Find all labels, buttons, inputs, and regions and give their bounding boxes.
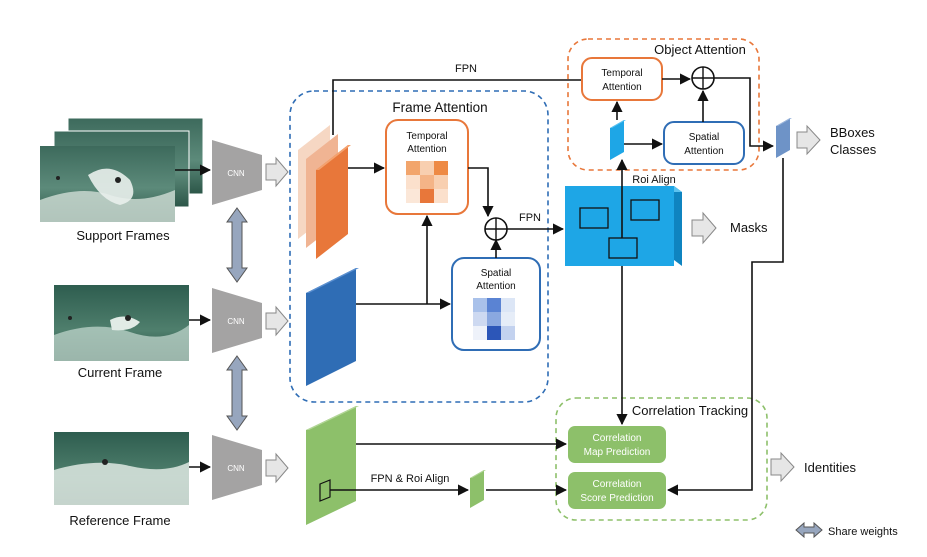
svg-text:Attention: Attention: [476, 281, 515, 292]
frame-attention-title: Frame Attention: [392, 100, 487, 115]
share-weights-legend-icon: [795, 521, 823, 539]
svg-text:Attention: Attention: [602, 82, 641, 93]
svg-text:Correlation: Correlation: [593, 433, 642, 444]
correlation-score-prediction: Correlation Score Prediction: [568, 472, 666, 509]
reference-feature: [306, 406, 359, 525]
reference-frame-label: Reference Frame: [69, 513, 170, 528]
cnn-support: CNN: [212, 140, 262, 205]
share-weights-arrow-bottom: [226, 355, 248, 431]
support-frames: [40, 117, 204, 222]
top-fpn-label: FPN: [455, 63, 477, 75]
roi-feature: [610, 120, 626, 160]
support-frames-label: Support Frames: [76, 228, 170, 243]
svg-text:Map Prediction: Map Prediction: [584, 447, 651, 458]
cnn-current: CNN: [212, 288, 262, 353]
cnn-reference: CNN: [212, 435, 262, 500]
spatial-heatmap: [473, 298, 515, 340]
bboxes-label: BBoxes: [830, 125, 875, 140]
svg-text:Score Prediction: Score Prediction: [580, 493, 653, 504]
identities-arrow: [770, 451, 795, 483]
svg-text:Attention: Attention: [407, 144, 446, 155]
current-frame-label: Current Frame: [78, 365, 163, 380]
svg-text:Correlation: Correlation: [593, 479, 642, 490]
svg-text:CNN: CNN: [227, 317, 245, 326]
correlation-tracking-title: Correlation Tracking: [632, 403, 748, 418]
object-attention-box: [567, 38, 760, 171]
support-feature-stack: [298, 125, 351, 259]
frame-sum-node: [484, 217, 508, 241]
svg-text:Temporal: Temporal: [601, 68, 642, 79]
object-temporal-attention: Temporal Attention: [581, 57, 663, 101]
frame-fpn-label: FPN: [519, 212, 541, 224]
object-attention-title: Object Attention: [654, 42, 746, 57]
block-arrow-3: [265, 452, 289, 484]
svg-text:Spatial: Spatial: [481, 268, 512, 279]
object-spatial-attention: Spatial Attention: [663, 121, 745, 165]
output-roi-feature: [776, 118, 792, 158]
masks-arrow: [691, 211, 717, 245]
bboxes-arrow: [796, 124, 821, 156]
object-sum-node: [691, 66, 715, 90]
current-frame: [54, 285, 189, 361]
identities-label: Identities: [804, 460, 857, 475]
frame-attention-box: [289, 90, 549, 403]
share-weights-arrow-top: [226, 207, 248, 283]
svg-text:CNN: CNN: [227, 169, 245, 178]
svg-text:CNN: CNN: [227, 464, 245, 473]
block-arrow-2: [265, 305, 289, 337]
classes-label: Classes: [830, 142, 877, 157]
correlation-tracking-box: [555, 397, 768, 521]
svg-text:Attention: Attention: [684, 146, 723, 157]
svg-text:Spatial: Spatial: [689, 132, 720, 143]
fpn-roi-align-label: FPN & Roi Align: [371, 473, 450, 485]
temporal-heatmap: [406, 161, 448, 203]
correlation-map-prediction: Correlation Map Prediction: [568, 426, 666, 463]
block-arrow-1: [265, 156, 289, 188]
frame-temporal-attention: Temporal Attention: [385, 119, 469, 215]
masks-label: Masks: [730, 220, 768, 235]
frame-spatial-attention: Spatial Attention: [451, 257, 541, 351]
current-feature: [306, 268, 359, 386]
reference-roi-feature: [470, 470, 486, 508]
share-weights-label: Share weights: [828, 526, 898, 538]
svg-text:Temporal: Temporal: [406, 131, 447, 142]
mask-feature-map: [565, 186, 682, 266]
reference-frame: [54, 432, 189, 505]
roi-align-label: Roi Align: [632, 174, 675, 186]
